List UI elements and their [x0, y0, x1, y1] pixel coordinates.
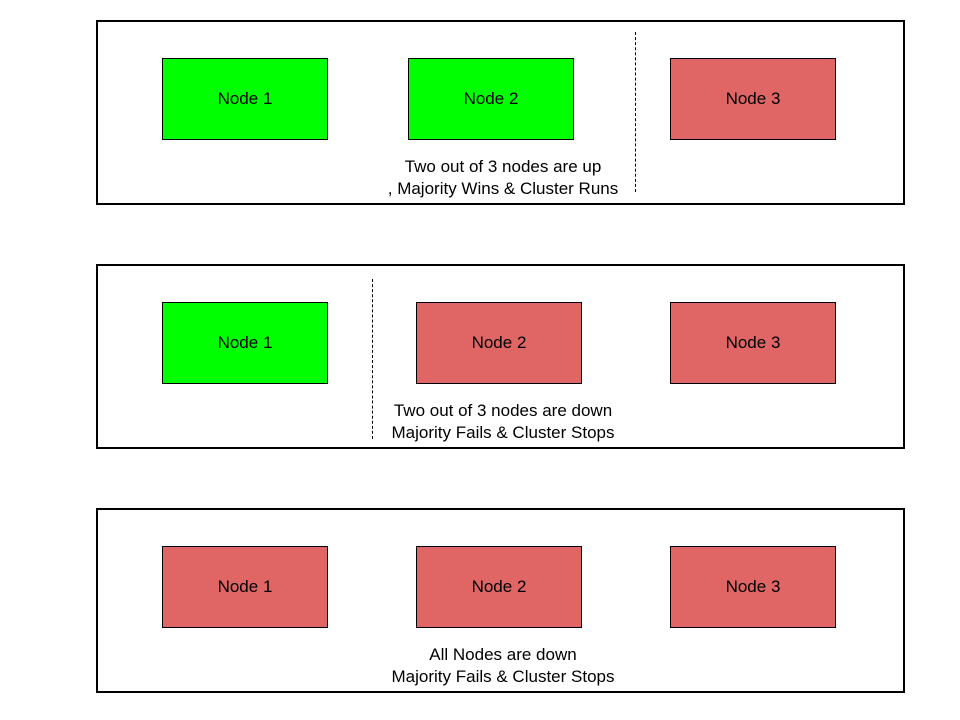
node-3: Node 3 [670, 58, 836, 140]
node-1: Node 1 [162, 58, 328, 140]
caption-line-2: Majority Fails & Cluster Stops [391, 423, 615, 442]
caption-line-2: Majority Fails & Cluster Stops [391, 667, 615, 686]
scenario-panel-2: Node 1 Node 2 Node 3 Two out of 3 nodes … [96, 264, 905, 449]
caption-line-1: Two out of 3 nodes are up [404, 157, 602, 176]
caption-line-1: All Nodes are down [429, 645, 577, 664]
node-2: Node 2 [416, 546, 582, 628]
node-2: Node 2 [408, 58, 574, 140]
partition-line [635, 32, 636, 192]
node-1: Node 1 [162, 302, 328, 384]
node-3: Node 3 [670, 546, 836, 628]
partition-line [372, 279, 373, 439]
node-2: Node 2 [416, 302, 582, 384]
scenario-panel-3: Node 1 Node 2 Node 3 All Nodes are down … [96, 508, 905, 693]
node-3: Node 3 [670, 302, 836, 384]
caption-line-2: , Majority Wins & Cluster Runs [387, 179, 619, 198]
caption-line-1: Two out of 3 nodes are down [393, 401, 613, 420]
node-1: Node 1 [162, 546, 328, 628]
scenario-panel-1: Node 1 Node 2 Node 3 Two out of 3 nodes … [96, 20, 905, 205]
